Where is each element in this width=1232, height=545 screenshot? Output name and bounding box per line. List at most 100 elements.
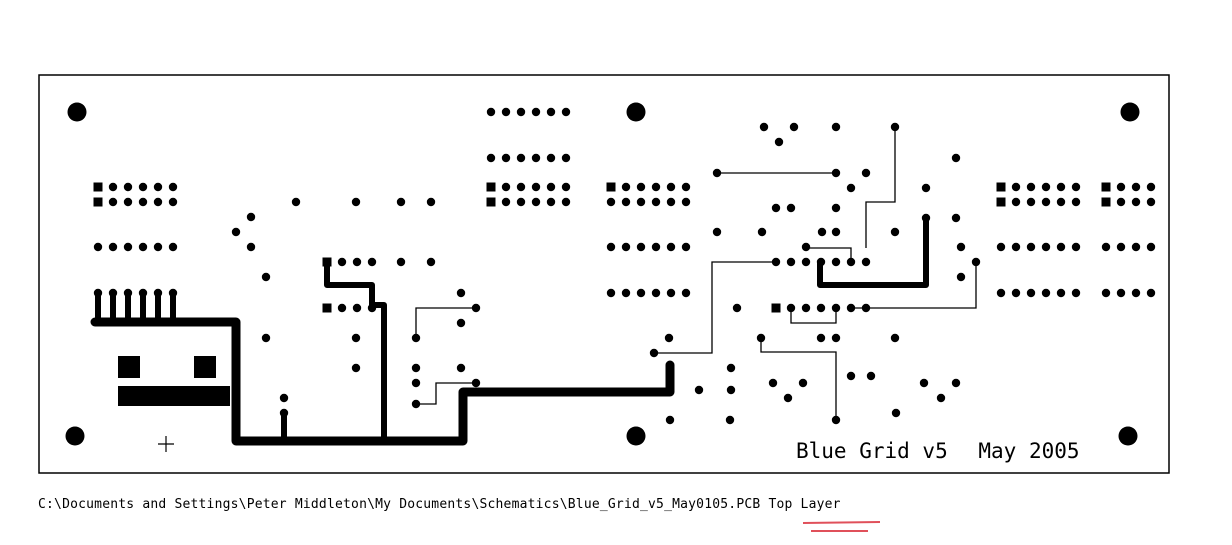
pad	[516, 197, 526, 207]
pad	[606, 197, 616, 207]
pad	[426, 257, 436, 267]
pad	[649, 348, 659, 358]
pad	[501, 107, 511, 117]
pad	[956, 272, 966, 282]
pad	[694, 385, 704, 395]
pad	[651, 197, 661, 207]
pad	[396, 197, 406, 207]
pad	[771, 257, 781, 267]
pad	[153, 197, 163, 207]
pad	[291, 197, 301, 207]
pad-square	[486, 197, 496, 207]
pad	[1101, 288, 1111, 298]
layer-label: Top Layer	[768, 497, 841, 512]
pad	[1146, 182, 1156, 192]
pad	[666, 182, 676, 192]
power-trace	[324, 259, 387, 444]
pad	[861, 168, 871, 178]
pad	[1026, 197, 1036, 207]
pad	[681, 197, 691, 207]
pad-square	[996, 182, 1006, 192]
pad	[546, 182, 556, 192]
pad-square	[93, 182, 103, 192]
pad	[712, 227, 722, 237]
pad	[921, 213, 931, 223]
pad	[956, 242, 966, 252]
mounting-hole	[1118, 426, 1138, 446]
pad	[352, 303, 362, 313]
pad	[921, 183, 931, 193]
pad	[681, 288, 691, 298]
pad	[1131, 182, 1141, 192]
file-caption: C:\Documents and Settings\Peter Middleto…	[38, 497, 841, 512]
power-trace	[90, 317, 675, 446]
pad	[951, 213, 961, 223]
pad	[786, 203, 796, 213]
signal-trace	[654, 261, 776, 354]
pad	[846, 183, 856, 193]
pad	[664, 333, 674, 343]
pad	[890, 122, 900, 132]
pad	[546, 197, 556, 207]
pad	[846, 257, 856, 267]
pad	[1101, 242, 1111, 252]
pad	[651, 242, 661, 252]
pad	[153, 242, 163, 252]
pad	[651, 182, 661, 192]
pad	[768, 378, 778, 388]
pad	[1026, 288, 1036, 298]
pad	[1071, 288, 1081, 298]
pad-square	[1101, 182, 1111, 192]
pad	[681, 242, 691, 252]
pad	[798, 378, 808, 388]
pad	[831, 168, 841, 178]
pad	[621, 182, 631, 192]
pad	[771, 203, 781, 213]
pad	[951, 378, 961, 388]
signal-trace	[851, 262, 977, 309]
pad	[816, 303, 826, 313]
mounting-hole	[1120, 102, 1140, 122]
board-title: Blue Grid v5 May 2005	[796, 439, 1098, 463]
pad	[636, 288, 646, 298]
pad	[246, 212, 256, 222]
pad-square	[486, 182, 496, 192]
large-pad	[118, 356, 140, 378]
pad	[861, 303, 871, 313]
pad	[1056, 182, 1066, 192]
pad	[666, 288, 676, 298]
pad	[561, 107, 571, 117]
pad	[367, 303, 377, 313]
pad	[231, 227, 241, 237]
pad	[651, 288, 661, 298]
pad	[831, 122, 841, 132]
pad	[531, 153, 541, 163]
pad	[621, 242, 631, 252]
pad	[1131, 242, 1141, 252]
pad	[681, 182, 691, 192]
signal-trace	[790, 308, 837, 324]
pad	[261, 333, 271, 343]
pad	[1071, 182, 1081, 192]
pad	[531, 197, 541, 207]
signal-trace	[805, 247, 852, 262]
pad	[1116, 242, 1126, 252]
pad	[471, 303, 481, 313]
pad-square	[996, 197, 1006, 207]
pad	[501, 197, 511, 207]
pad	[1146, 288, 1156, 298]
pad	[801, 257, 811, 267]
pad	[732, 303, 742, 313]
pad	[606, 288, 616, 298]
board-outline	[38, 74, 1170, 474]
pad	[471, 378, 481, 388]
pad	[1146, 197, 1156, 207]
pad	[246, 242, 256, 252]
pad	[279, 393, 289, 403]
pad	[1056, 197, 1066, 207]
pad	[757, 227, 767, 237]
pad	[1041, 197, 1051, 207]
pad	[168, 288, 178, 298]
pad-square	[771, 303, 781, 313]
pad	[831, 227, 841, 237]
